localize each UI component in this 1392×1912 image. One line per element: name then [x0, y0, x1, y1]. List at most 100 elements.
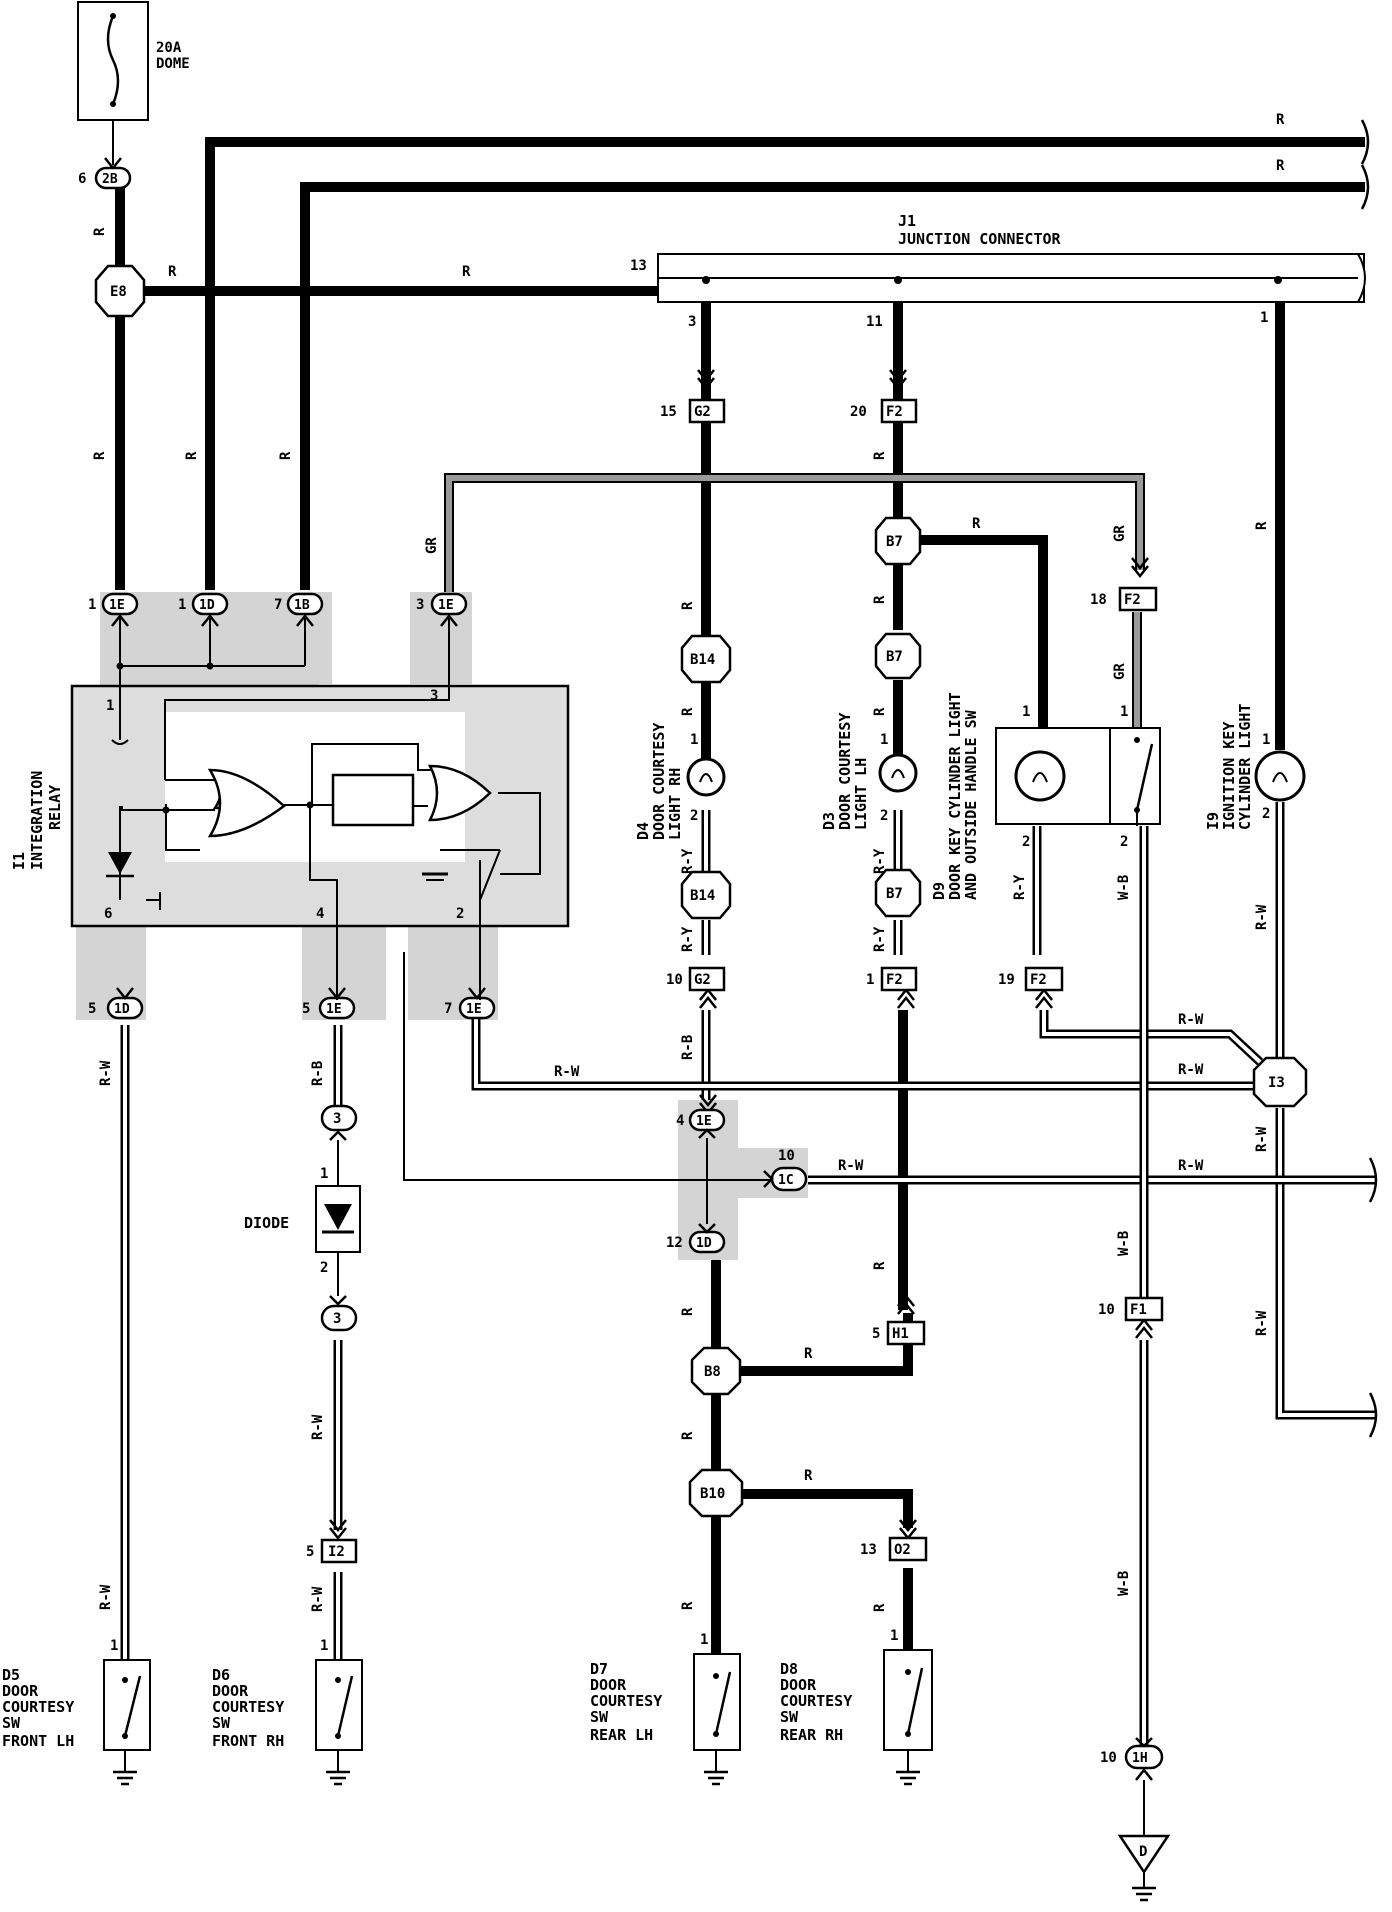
label-d7: D7 DOOR COURTESY SW REAR LH [590, 1660, 662, 1744]
connector-1e-c: 1E 5 [302, 996, 356, 1020]
svg-text:2: 2 [1022, 834, 1030, 850]
svg-text:B14: B14 [690, 652, 715, 668]
svg-text:5: 5 [88, 1001, 96, 1017]
svg-text:7: 7 [444, 1001, 452, 1017]
svg-text:AND OUTSIDE HANDLE SW: AND OUTSIDE HANDLE SW [962, 709, 980, 900]
svg-text:1: 1 [1022, 704, 1030, 720]
svg-text:REAR LH: REAR LH [590, 1726, 653, 1744]
switch-d6: 1 [315, 1638, 363, 1786]
svg-text:DOOR: DOOR [780, 1676, 817, 1694]
svg-text:R: R [1254, 521, 1270, 530]
svg-text:10: 10 [666, 972, 683, 988]
svg-text:R-W: R-W [838, 1158, 864, 1174]
fuse-rating: 20A [156, 40, 182, 56]
connector-f2-gr: F2 18 [1090, 586, 1158, 612]
svg-text:W-B: W-B [1116, 875, 1132, 900]
svg-text:1E: 1E [438, 598, 454, 613]
svg-text:20: 20 [850, 404, 867, 420]
label-d6: D6 DOOR COURTESY SW FRONT RH [212, 1666, 284, 1750]
svg-text:2B: 2B [102, 172, 118, 187]
connector-g2-lower: G2 10 [666, 966, 726, 992]
svg-text:DIODE: DIODE [244, 1214, 289, 1232]
svg-text:1E: 1E [466, 1002, 482, 1017]
svg-text:6: 6 [104, 906, 112, 922]
integration-relay: 1 3 6 4 2 [70, 614, 570, 1000]
svg-text:D8: D8 [780, 1660, 798, 1678]
svg-text:CYLINDER LIGHT: CYLINDER LIGHT [1236, 704, 1254, 830]
lamp-i9: 1 2 [1254, 732, 1306, 822]
ground-d: D [1117, 1780, 1171, 1902]
connector-g2-upper: G2 15 [660, 398, 726, 424]
svg-text:4: 4 [676, 1113, 684, 1129]
svg-text:R-W: R-W [554, 1064, 580, 1080]
wire-end-marks [1360, 119, 1378, 1438]
connector-1c: 1C 10 [770, 1148, 808, 1192]
connector-2b: 2B 6 [78, 166, 132, 190]
label-d9: D9 DOOR KEY CYLINDER LIGHT AND OUTSIDE H… [930, 692, 980, 900]
wires-red [115, 137, 1365, 1666]
svg-text:R-Y: R-Y [872, 848, 888, 874]
splice-b8: B8 [690, 1346, 742, 1396]
junction-id: J1 [898, 212, 916, 230]
fuse-name: DOME [156, 56, 190, 72]
svg-text:R-W: R-W [310, 1586, 326, 1612]
connector-1d-a: 1D 1 [178, 592, 229, 616]
connector-1b: 1B 7 [274, 592, 324, 616]
lamp-d4: 1 2 [686, 732, 726, 824]
wires-double [120, 802, 1375, 1745]
d9-unit: 1 1 2 2 [995, 704, 1161, 850]
svg-text:GR: GR [424, 537, 440, 554]
connector-f2-d9: F2 19 [998, 966, 1064, 992]
connector-f2-lower: F2 1 [866, 966, 918, 992]
splice-i3: I3 [1252, 1056, 1308, 1108]
svg-text:3: 3 [430, 688, 438, 704]
connector-f1: F1 10 [1098, 1296, 1164, 1322]
svg-text:B14: B14 [690, 888, 715, 904]
svg-text:R-Y: R-Y [1012, 874, 1028, 900]
svg-text:10: 10 [778, 1148, 795, 1164]
svg-text:COURTESY: COURTESY [590, 1692, 662, 1710]
svg-text:2: 2 [1120, 834, 1128, 850]
svg-text:1: 1 [110, 1638, 118, 1654]
svg-text:SW: SW [590, 1708, 609, 1726]
svg-text:SW: SW [212, 1714, 231, 1732]
svg-text:D6: D6 [212, 1666, 230, 1684]
svg-text:4: 4 [316, 906, 324, 922]
switch-d5: 1 [103, 1638, 151, 1786]
svg-text:DOOR COURTESY: DOOR COURTESY [836, 713, 854, 830]
svg-text:12: 12 [666, 1235, 683, 1251]
svg-text:B10: B10 [700, 1486, 725, 1502]
svg-text:R: R [872, 1261, 888, 1270]
splice-b7-lower: B7 [874, 868, 922, 918]
svg-text:1E: 1E [326, 1002, 342, 1017]
svg-text:I2: I2 [328, 1544, 345, 1560]
svg-text:D4: D4 [634, 822, 652, 840]
svg-text:F2: F2 [886, 404, 903, 420]
svg-text:D9: D9 [930, 882, 948, 900]
svg-text:1C: 1C [778, 1173, 794, 1188]
svg-text:R: R [1276, 158, 1285, 174]
svg-text:R: R [872, 707, 888, 716]
connector-1e-b: 1E 3 [416, 592, 468, 616]
svg-text:R-B: R-B [310, 1061, 326, 1086]
svg-text:F1: F1 [1130, 1302, 1147, 1318]
splice-e8: E8 [94, 264, 146, 318]
svg-text:1H: 1H [1132, 1751, 1148, 1766]
svg-text:FRONT RH: FRONT RH [212, 1732, 284, 1750]
svg-text:3: 3 [688, 314, 696, 330]
svg-text:G2: G2 [694, 972, 711, 988]
connector-1d-c: 1D 12 [666, 1230, 726, 1254]
svg-text:R-W: R-W [1254, 1310, 1270, 1336]
label-d3: D3 DOOR COURTESY LIGHT LH [820, 713, 870, 830]
svg-text:6: 6 [78, 171, 86, 187]
svg-text:DOOR: DOOR [212, 1682, 249, 1700]
connector-3-upper: 3 [320, 1104, 358, 1132]
svg-text:R: R [680, 1307, 696, 1316]
svg-text:LIGHT LH: LIGHT LH [852, 758, 870, 830]
svg-text:1E: 1E [109, 598, 125, 613]
svg-text:1: 1 [1262, 732, 1270, 748]
svg-text:DOOR: DOOR [2, 1682, 39, 1700]
svg-text:R-Y: R-Y [680, 926, 696, 952]
svg-text:R: R [680, 707, 696, 716]
